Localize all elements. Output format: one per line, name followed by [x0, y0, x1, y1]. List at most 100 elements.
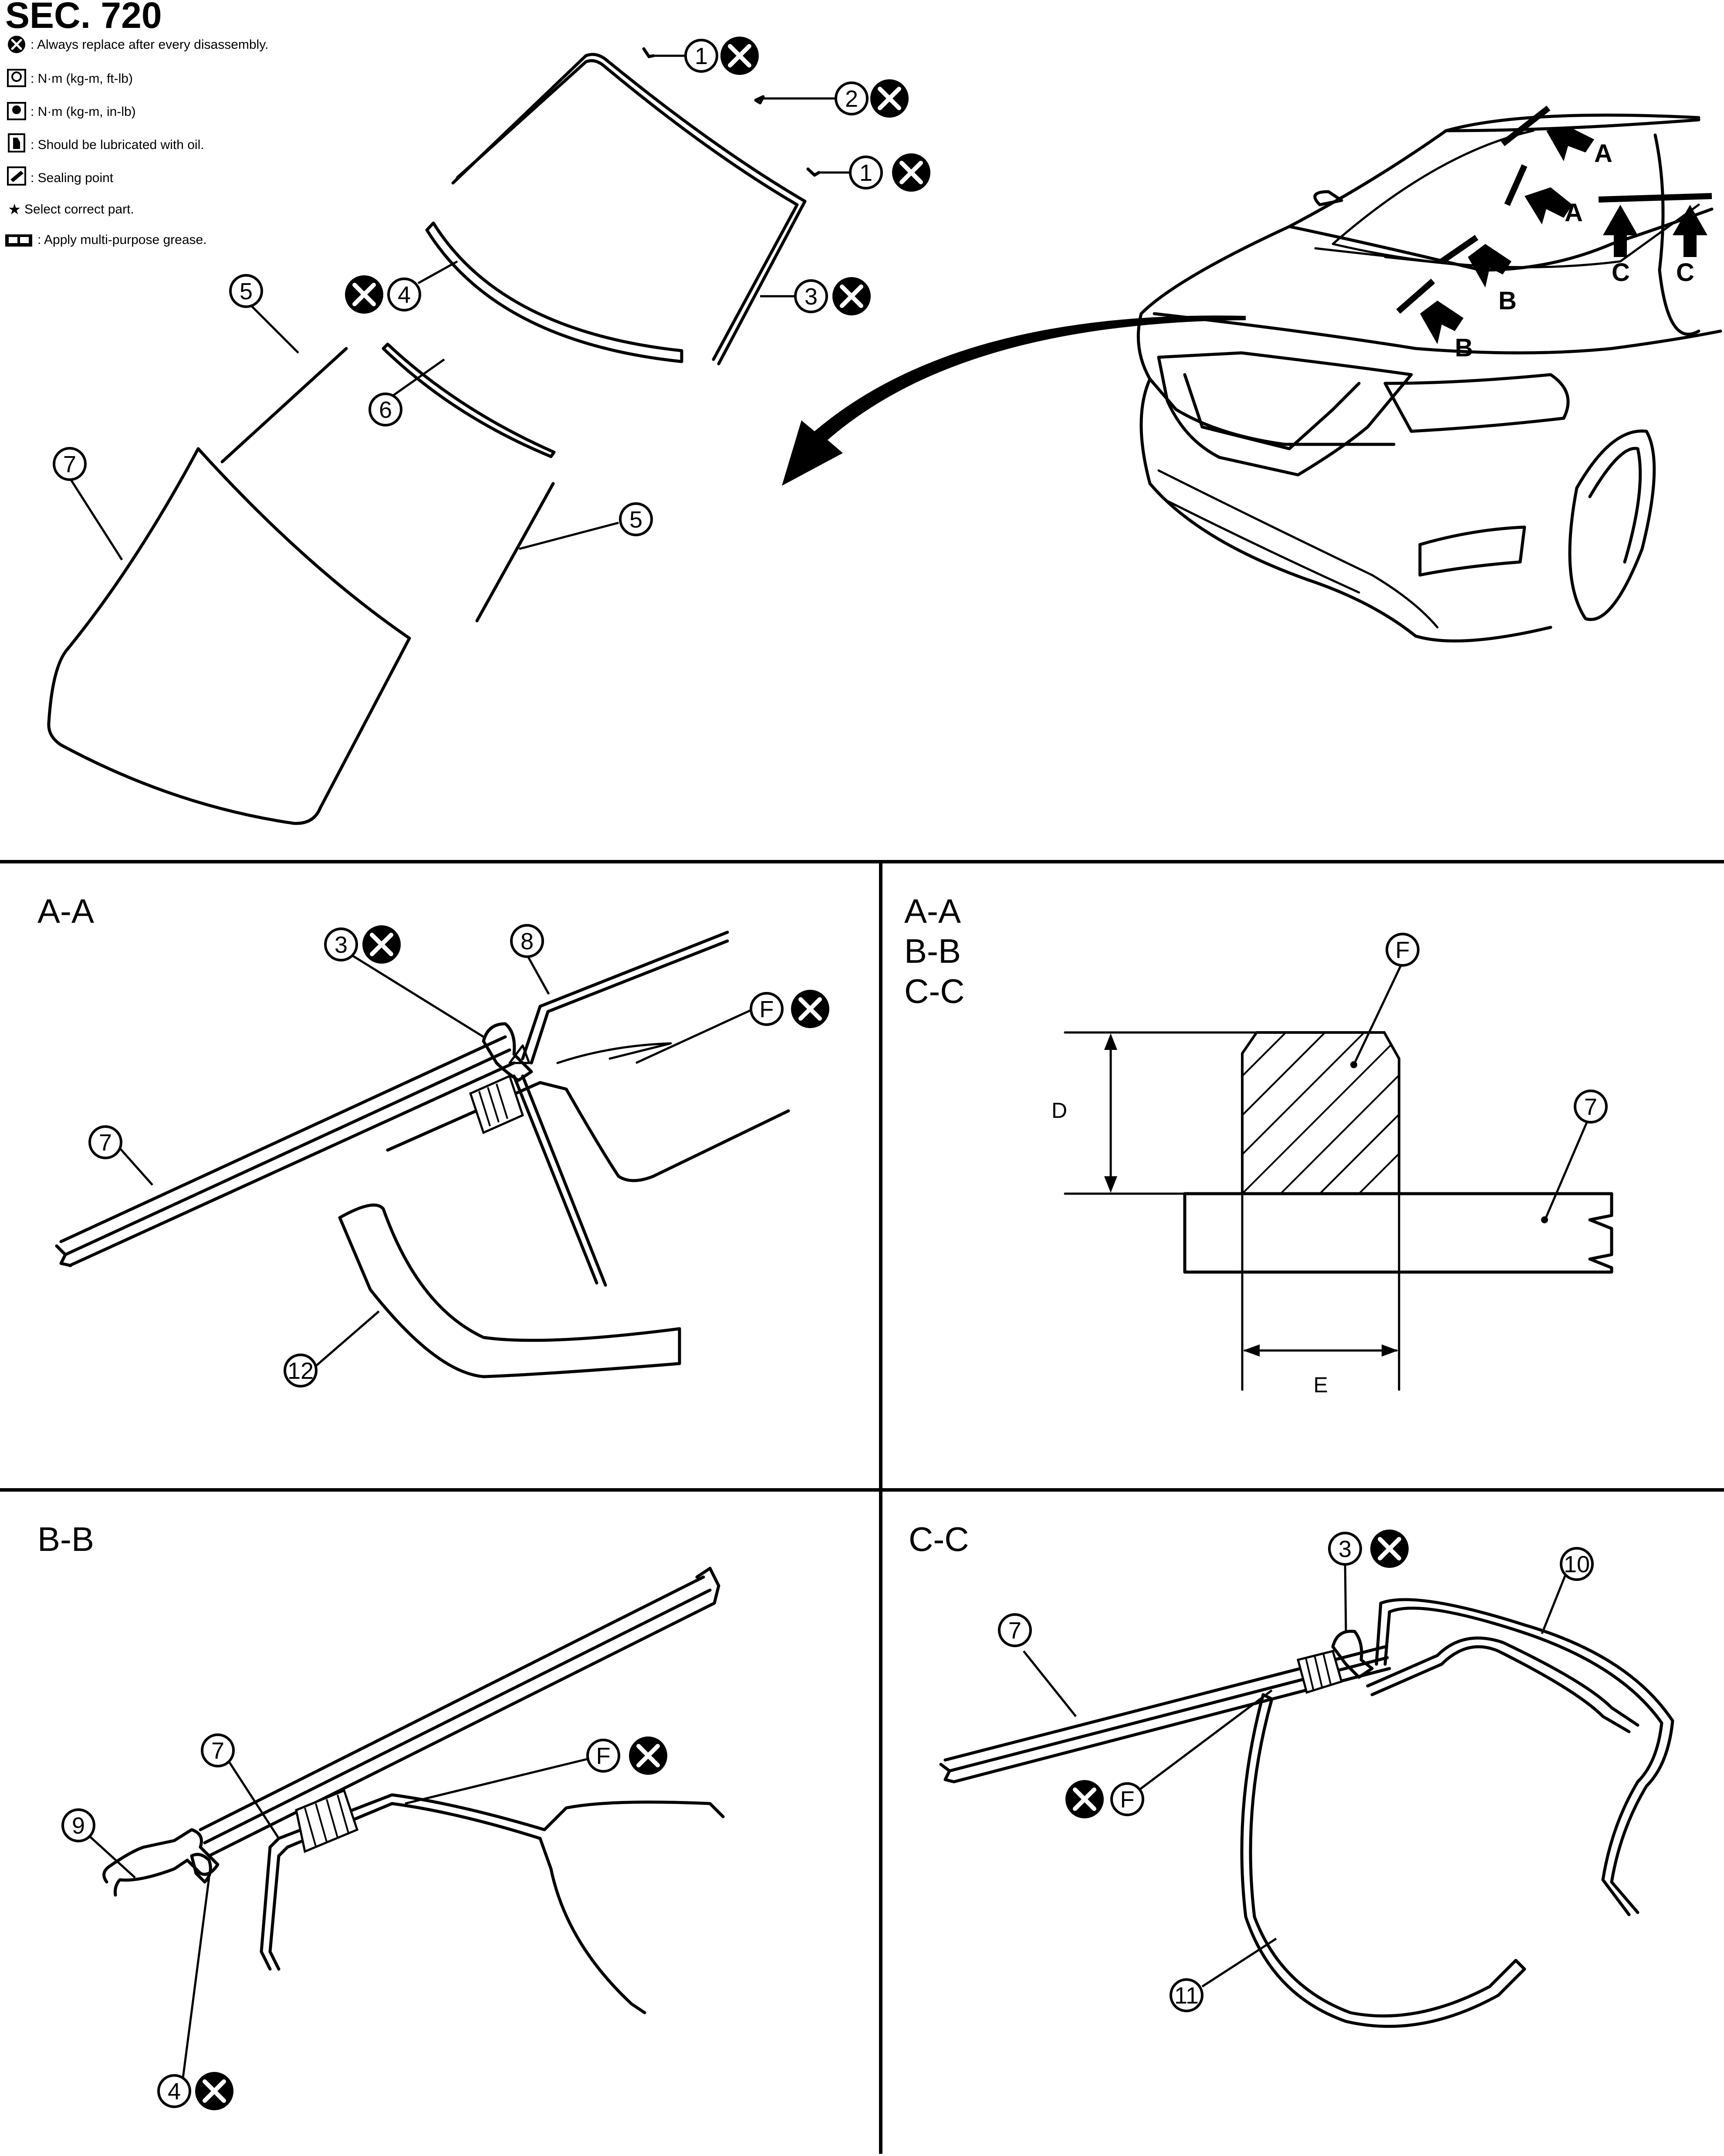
vehicle-mirror: [1313, 190, 1343, 206]
callout-6: 6: [368, 393, 402, 426]
cut-line-a2: [1504, 164, 1528, 206]
view-label-c1: C: [1612, 258, 1630, 287]
view-arrow-c1: [1603, 205, 1638, 257]
vehicle-body: [1136, 113, 1722, 643]
svg-text:3: 3: [335, 932, 348, 958]
section-bb: B-B 7 F 9: [37, 1520, 725, 2110]
svg-text:11: 11: [1174, 1983, 1199, 2009]
detail-callout-7: 7: [1574, 1090, 1608, 1124]
aa-roof: [521, 931, 729, 1065]
svg-text:1: 1: [695, 43, 708, 69]
svg-text:F: F: [596, 1743, 611, 1769]
vehicle-illustration: A A B B C C: [782, 105, 1722, 643]
dim-d-label: D: [1051, 1098, 1067, 1123]
legend-sealing: : Sealing point: [30, 171, 114, 185]
bb-glass: [199, 1567, 720, 1858]
aa-leader-f: [635, 1008, 754, 1064]
callout-5-right: 5: [619, 502, 653, 536]
callout-4: 4: [345, 275, 421, 314]
star-icon: ★: [8, 201, 21, 218]
view-arrow-a1: [1546, 126, 1594, 161]
bb-leader-9: [86, 1833, 136, 1878]
section-cc-title: C-C: [909, 1520, 969, 1558]
svg-text:7: 7: [99, 1130, 112, 1156]
detail-glass: [1183, 1192, 1613, 1274]
cc-leader-10: [1541, 1568, 1569, 1634]
cc-trim: [1240, 1693, 1526, 2028]
legend: : Always replace after every disassembly…: [5, 36, 268, 247]
bb-callout-4: 4: [157, 2072, 233, 2110]
detail-bead: [1241, 1031, 1400, 1195]
section-aa-title: A-A: [37, 892, 94, 930]
leader-4: [417, 260, 458, 284]
cc-callout-10: 10: [1560, 1547, 1594, 1581]
detail-leader-7: [1544, 1115, 1591, 1219]
view-label-a2: A: [1565, 199, 1583, 227]
vehicle-wipers: [1314, 247, 1469, 267]
cut-line-b1: [1440, 235, 1478, 264]
detail-dot-f: [1350, 1061, 1357, 1068]
bb-callout-7: 7: [201, 1733, 235, 1767]
view-arrow-b1: [1468, 244, 1511, 288]
view-label-b1: B: [1498, 287, 1517, 315]
vehicle-grille: [1157, 351, 1413, 477]
svg-text:12: 12: [287, 1358, 314, 1384]
aa-callout-7: 7: [88, 1125, 122, 1159]
panel-frames: [0, 860, 1724, 2154]
detail-callout-f: F: [1386, 933, 1420, 967]
aa-dam: [508, 1042, 672, 1064]
pointer-arrow: [782, 315, 1246, 486]
cc-urethane: [1296, 1649, 1343, 1694]
svg-text:6: 6: [379, 397, 392, 423]
cc-glass: [939, 1645, 1391, 1784]
svg-text:F: F: [760, 996, 774, 1022]
svg-text:1: 1: [859, 160, 872, 186]
dim-d-lines: [1064, 1031, 1352, 1195]
detail-dot-7: [1541, 1216, 1548, 1223]
cut-line-c: [1598, 193, 1712, 203]
callout-2: 2: [835, 79, 909, 118]
legend-select-part: Select correct part.: [24, 202, 134, 217]
torque-ft-lb-icon: [7, 69, 26, 87]
cc-leader-11: [1201, 1937, 1277, 1988]
vehicle-foglight: [1418, 525, 1526, 577]
leader-7: [69, 478, 123, 561]
svg-text:7: 7: [1008, 1618, 1021, 1644]
vehicle-pillar: [1653, 133, 1700, 336]
view-arrow-c2: [1673, 205, 1707, 257]
section-aa: A-A 3 8: [37, 892, 829, 1388]
oil-lubricate-icon: [8, 133, 25, 152]
aa-callout-3: 3: [324, 925, 401, 964]
always-replace-icon: [8, 36, 25, 53]
aa-callout-12: 12: [284, 1354, 318, 1388]
cowl-molding-lower: [382, 342, 556, 458]
cc-leader-3: [1344, 1559, 1347, 1632]
aa-body-panel: [386, 1074, 790, 1287]
aa-leader-12: [313, 1310, 380, 1369]
exploded-view: 1 2 1 3 4 5 6: [47, 37, 930, 825]
callout-5-left: 5: [229, 274, 263, 308]
svg-text:5: 5: [629, 507, 642, 533]
callout-7: 7: [53, 447, 87, 481]
bb-leader-f: [405, 1757, 593, 1805]
view-label-b2: B: [1455, 334, 1473, 362]
aa-leader-3: [348, 952, 484, 1038]
cc-callout-3: 3: [1328, 1530, 1409, 1568]
vehicle-wheel: [1568, 429, 1656, 621]
cc-callout-11: 11: [1170, 1978, 1203, 2012]
vehicle-headlight: [1383, 373, 1570, 433]
svg-text:3: 3: [805, 284, 818, 310]
aa-leader-7: [117, 1145, 153, 1186]
bb-callout-9: 9: [61, 1808, 95, 1842]
bb-leader-4: [182, 1877, 210, 2078]
bb-leader-7: [225, 1757, 280, 1839]
bb-molding: [190, 1853, 212, 1884]
svg-text:2: 2: [845, 86, 858, 112]
cc-callout-f: F: [1065, 1780, 1144, 1818]
side-molding-right: [475, 482, 555, 623]
svg-text:8: 8: [521, 928, 534, 954]
legend-always-replace: : Always replace after every disassembly…: [30, 37, 268, 52]
svg-text:F: F: [1120, 1787, 1135, 1813]
bb-urethane: [295, 1789, 359, 1853]
dim-e-lines: [1241, 1192, 1400, 1391]
